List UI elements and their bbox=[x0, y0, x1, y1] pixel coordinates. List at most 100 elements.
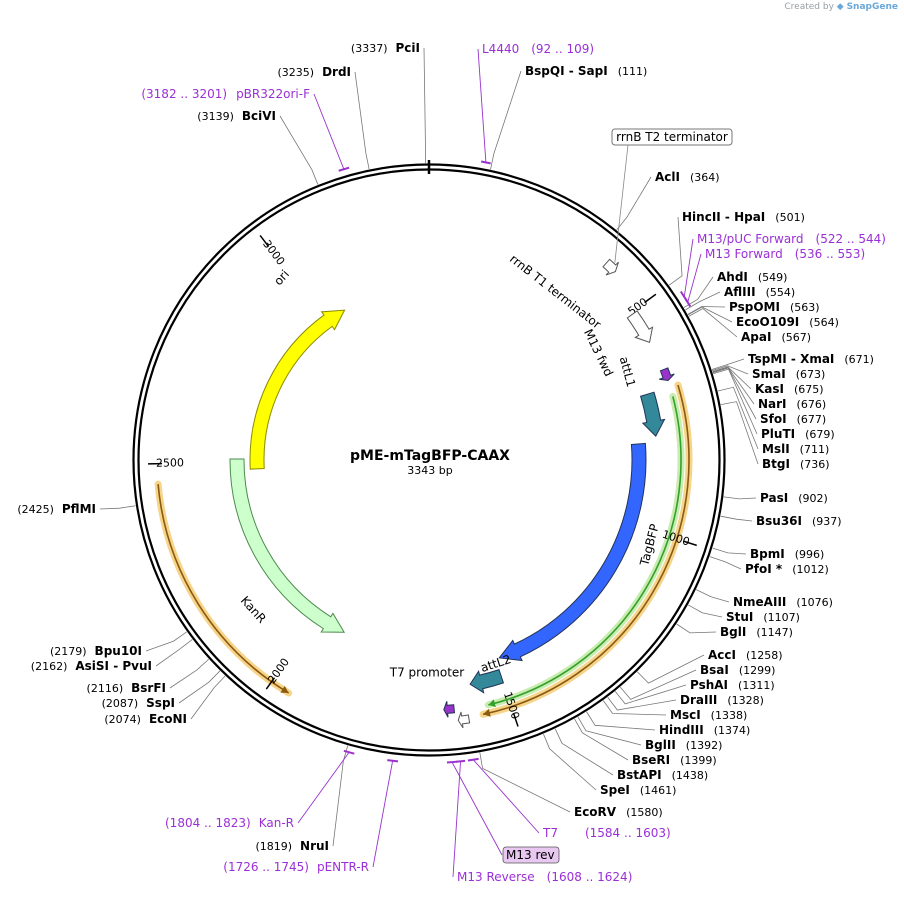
feature-arrow-tagbfp[interactable] bbox=[498, 442, 647, 662]
site-name: EcoRV bbox=[574, 805, 617, 819]
site-bcivi[interactable]: BciVI(3139) bbox=[197, 109, 319, 185]
region-layer bbox=[154, 381, 693, 718]
site-pspomi[interactable]: PspOMI(563) bbox=[687, 300, 820, 315]
site-name: HincII - HpaI bbox=[682, 210, 765, 224]
site-position: (1338) bbox=[711, 709, 748, 722]
tick-mark-1000 bbox=[683, 540, 697, 547]
site-bstapi[interactable]: BstAPI(1438) bbox=[554, 728, 708, 782]
site-name: SfoI bbox=[760, 412, 787, 426]
site-pflmi[interactable]: PflMI(2425) bbox=[17, 502, 136, 516]
site-position: (2425) bbox=[17, 503, 54, 516]
site-bgli[interactable]: BglI(1147) bbox=[676, 623, 793, 639]
site-afliii[interactable]: AflIII(554) bbox=[685, 285, 795, 311]
primer-pentr-r[interactable]: pENTR-R(1726 .. 1745) bbox=[223, 759, 399, 874]
site-name: TspMI - XmaI bbox=[748, 352, 834, 366]
site-hincii-hpai[interactable]: HincII - HpaI (501) bbox=[668, 210, 805, 286]
feature-arrow-m13fwd[interactable] bbox=[659, 367, 675, 382]
feature-arrow-kanr[interactable] bbox=[229, 458, 346, 633]
site-acci[interactable]: AccI(1258) bbox=[636, 648, 783, 684]
feature-arrow-ori[interactable] bbox=[249, 309, 346, 470]
site-sspi[interactable]: SspI(2087) bbox=[102, 670, 221, 710]
site-name: NarI bbox=[758, 397, 787, 411]
site-leader-line bbox=[155, 639, 193, 667]
site-name: AclI bbox=[655, 170, 680, 184]
feature-arrow-t7prom[interactable] bbox=[457, 711, 471, 729]
site-bsrfi[interactable]: BsrFI(2116) bbox=[87, 658, 210, 695]
site-draiii[interactable]: DraIII(1328) bbox=[607, 693, 764, 711]
site-name: DrdI bbox=[322, 65, 351, 79]
site-hindiii[interactable]: HindIII(1374) bbox=[586, 711, 751, 737]
primer-m13-puc-forward[interactable]: M13/pUC Forward(522 .. 544) bbox=[679, 232, 886, 303]
site-position: (501) bbox=[775, 211, 805, 224]
snapgene-watermark: Created by ◆ SnapGene bbox=[784, 2, 898, 12]
site-econi[interactable]: EcoNI(2074) bbox=[104, 675, 226, 726]
site-kasi[interactable]: KasI(675) bbox=[712, 366, 824, 396]
primer-kan-r[interactable]: Kan-R(1804 .. 1823) bbox=[165, 749, 355, 830]
site-pshai[interactable]: PshAI(1311) bbox=[614, 678, 775, 705]
feature-arrow-attl2[interactable] bbox=[469, 668, 505, 694]
tick-label-3000: 3000 bbox=[260, 238, 287, 268]
primer-l4440[interactable]: L4440(92 .. 109) bbox=[477, 42, 594, 165]
site-pasi[interactable]: PasI(902) bbox=[723, 491, 828, 505]
feature-label-attl1: attL1 bbox=[617, 355, 639, 389]
site-acli[interactable]: AclI (364) bbox=[616, 170, 720, 231]
site-position: (549) bbox=[758, 271, 788, 284]
site-leader-line bbox=[602, 700, 667, 716]
site-position: (2179) bbox=[50, 645, 87, 658]
primer-t7[interactable]: T7(1584 .. 1603) bbox=[467, 757, 671, 840]
feature-arrow-m13rev[interactable] bbox=[443, 701, 456, 718]
site-name: NruI bbox=[300, 839, 329, 853]
site-bpmi[interactable]: BpmI(996) bbox=[712, 547, 825, 561]
site-msci[interactable]: MscI(1338) bbox=[602, 700, 748, 722]
site-pcii[interactable]: PciI(3337) bbox=[351, 41, 427, 164]
primer-pbr322ori-f[interactable]: pBR322ori-F(3182 .. 3201) bbox=[141, 87, 350, 172]
tick-label-2000: 2000 bbox=[265, 656, 292, 686]
site-bseri[interactable]: BseRI(1399) bbox=[574, 718, 717, 767]
site-leader-line bbox=[99, 505, 136, 510]
site-nrui[interactable]: NruI(1819) bbox=[255, 745, 349, 853]
site-smai[interactable]: SmaI(673) bbox=[712, 365, 826, 381]
primer-name: pBR322ori-F bbox=[236, 87, 310, 101]
site-bpu10i[interactable]: Bpu10I(2179) bbox=[50, 631, 187, 658]
site-position: (673) bbox=[796, 368, 826, 381]
site-tspmi-xmai[interactable]: TspMI - XmaI(671) bbox=[711, 352, 874, 370]
primer-leader-line bbox=[452, 761, 461, 878]
site-apai[interactable]: ApaI(567) bbox=[688, 308, 811, 344]
site-name: BglII bbox=[645, 738, 676, 752]
site-name: BtgI bbox=[762, 457, 790, 471]
site-position: (2087) bbox=[102, 697, 139, 710]
site-msli[interactable]: MslI(711) bbox=[717, 386, 829, 456]
site-leader-line bbox=[586, 711, 656, 731]
site-name: Bsu36I bbox=[756, 514, 802, 528]
site-leader-line bbox=[712, 367, 757, 420]
site-leader-line bbox=[620, 669, 697, 700]
site-stui[interactable]: StuI(1107) bbox=[688, 604, 800, 624]
site-name: AhdI bbox=[717, 270, 748, 284]
feature-arrow-rrnbt1[interactable] bbox=[626, 310, 654, 343]
site-position: (567) bbox=[781, 331, 811, 344]
primer-m13-rev[interactable]: M13 rev bbox=[446, 760, 560, 864]
site-position: (364) bbox=[690, 171, 720, 184]
site-drdi[interactable]: DrdI(3235) bbox=[277, 65, 370, 170]
site-pluti[interactable]: PluTI(679) bbox=[713, 368, 835, 441]
site-asisi-pvui[interactable]: AsiSI - PvuI(2162) bbox=[31, 639, 193, 673]
site-leader-line bbox=[543, 733, 597, 791]
site-ecorv[interactable]: EcoRV(1580) bbox=[479, 752, 663, 819]
site-btgi[interactable]: BtgI(736) bbox=[720, 401, 830, 471]
feature-arrow-rrnbt2[interactable] bbox=[602, 258, 619, 276]
site-bglii[interactable]: BglII(1392) bbox=[577, 716, 722, 752]
site-bspqi-sapi[interactable]: BspQI - SapI(111) bbox=[490, 64, 648, 170]
primer-m13-reverse[interactable]: M13 Reverse(1608 .. 1624) bbox=[452, 759, 632, 884]
feature-arrow-attl1[interactable] bbox=[639, 391, 666, 437]
tick-mark-3000 bbox=[259, 234, 270, 248]
site-sfoi[interactable]: SfoI(677) bbox=[712, 367, 826, 426]
site-bsai[interactable]: BsaI(1299) bbox=[620, 663, 775, 700]
site-nari[interactable]: NarI(676) bbox=[712, 366, 826, 411]
site-ecoo109i[interactable]: EcoO109I(564) bbox=[687, 306, 839, 329]
site-pfoi-[interactable]: PfoI *(1012) bbox=[709, 556, 829, 576]
site-nmeaiii[interactable]: NmeAIII(1076) bbox=[696, 589, 833, 609]
site-name: PfoI * bbox=[745, 562, 783, 576]
site-bsu36i[interactable]: Bsu36I(937) bbox=[720, 514, 842, 528]
site-spei[interactable]: SpeI(1461) bbox=[543, 733, 676, 797]
primer-m13-forward[interactable]: M13 Forward(536 .. 553) bbox=[684, 247, 865, 307]
